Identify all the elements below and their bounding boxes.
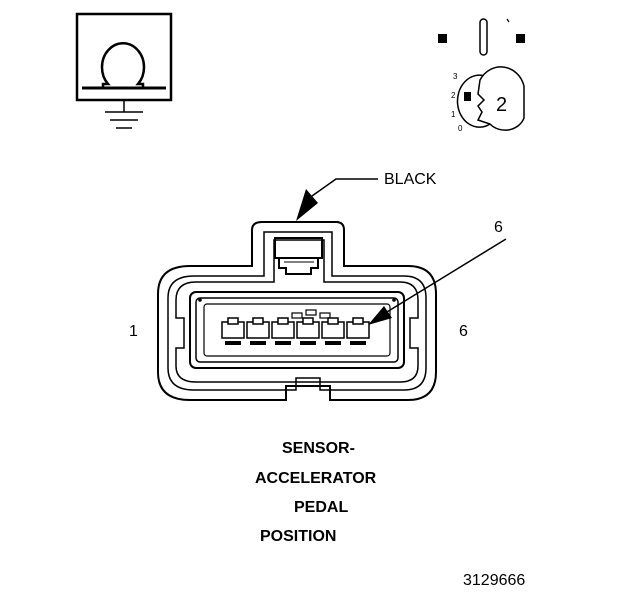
caption-line-4: POSITION	[260, 528, 337, 545]
ohmmeter-ground-icon	[75, 12, 173, 129]
pin-6-callout-arrow	[368, 238, 507, 325]
pin-cavities	[221, 317, 370, 345]
pin-1-label: 1	[129, 323, 138, 340]
pin-cavity-6	[346, 317, 370, 345]
pin-cavity-1	[221, 317, 245, 345]
figure-number: 3129666	[463, 572, 526, 589]
ignition-position-3: 3	[453, 72, 458, 81]
pin-cavity-5	[321, 317, 345, 345]
connector-color-label: BLACK	[384, 171, 437, 188]
caption-line-1: SENSOR-	[282, 440, 355, 457]
connector-face-icon	[157, 221, 437, 401]
caption-line-3: PEDAL	[294, 499, 349, 516]
pin-cavity-4	[296, 317, 320, 345]
ignition-position-1: 1	[451, 110, 456, 119]
ignition-switch-icon	[438, 18, 525, 131]
black-callout-arrow	[296, 178, 378, 221]
pin-cavity-3	[271, 317, 295, 345]
pin-6-label: 6	[459, 323, 468, 340]
pin-cavity-2	[246, 317, 270, 345]
callout-pin-label: 6	[494, 219, 503, 236]
caption-line-2: ACCELERATOR	[255, 470, 377, 487]
ignition-position-0: 0	[458, 124, 463, 133]
ignition-position-2: 2	[451, 91, 456, 100]
ignition-badge: 2	[496, 94, 508, 116]
